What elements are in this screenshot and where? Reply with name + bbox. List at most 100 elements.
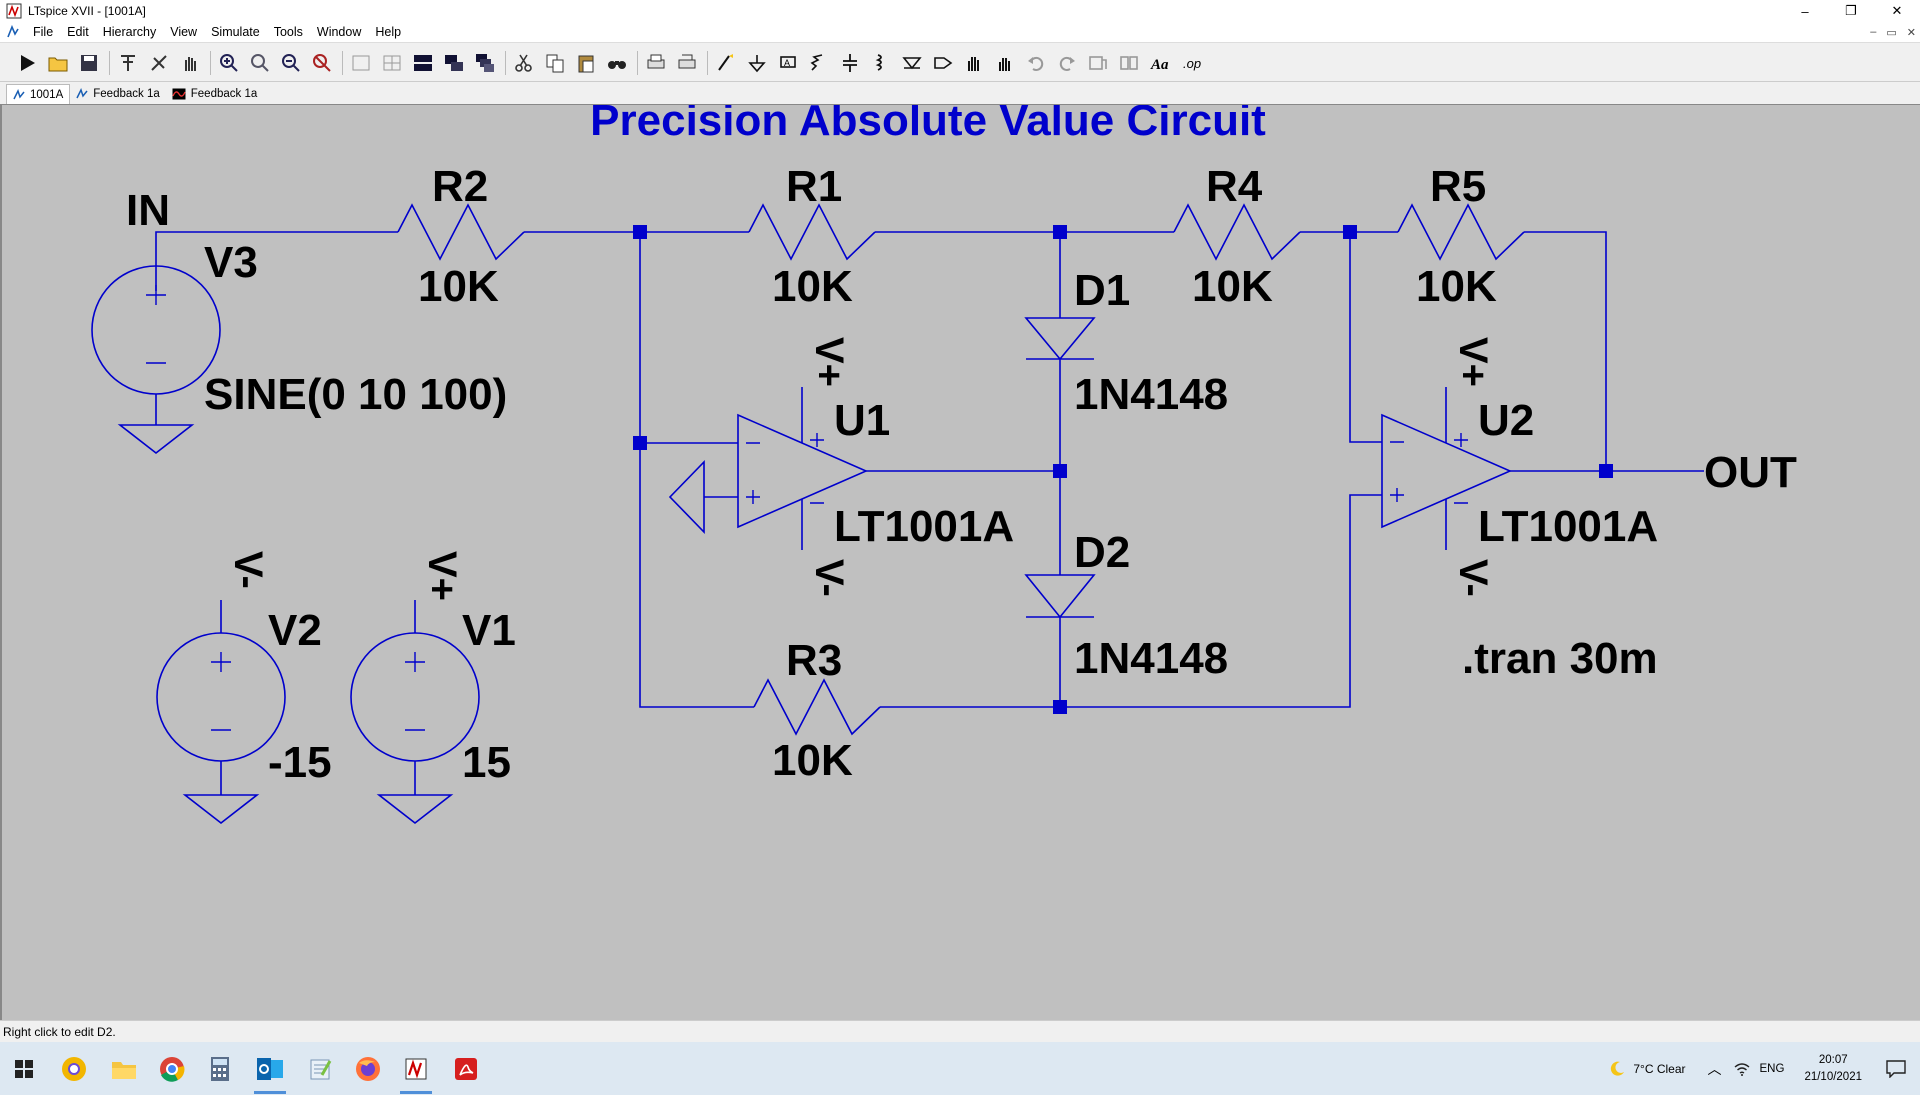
tab-1001a[interactable]: 1001A <box>6 84 71 104</box>
resistor-r1[interactable] <box>748 203 876 261</box>
net-label-out[interactable]: OUT <box>1704 448 1797 497</box>
zoom-out-icon[interactable] <box>278 50 304 76</box>
text-icon[interactable]: Aa <box>1147 50 1173 76</box>
v2-value[interactable]: -15 <box>268 738 332 787</box>
diode-d2[interactable] <box>1024 574 1096 619</box>
cascade-icon[interactable] <box>472 50 498 76</box>
spice-directive-icon[interactable]: .op <box>1178 50 1204 76</box>
r5-name[interactable]: R5 <box>1430 162 1486 211</box>
wire[interactable] <box>155 231 398 291</box>
resistor-icon[interactable] <box>806 50 832 76</box>
r5-value[interactable]: 10K <box>1416 262 1497 311</box>
notepad-icon[interactable] <box>300 1050 340 1088</box>
ground-icon[interactable] <box>744 50 770 76</box>
print-preview-icon[interactable] <box>674 50 700 76</box>
notifications-icon[interactable] <box>1886 1059 1906 1078</box>
label-net-icon[interactable]: A <box>775 50 801 76</box>
schematic-icon[interactable] <box>6 25 20 39</box>
zoom-area-icon[interactable] <box>247 50 273 76</box>
minimize-button[interactable]: – <box>1801 3 1809 19</box>
menu-help[interactable]: Help <box>375 25 402 39</box>
resistor-r3[interactable] <box>753 678 881 736</box>
tab-feedback-schematic[interactable]: Feedback 1a <box>70 84 166 104</box>
chrome-icon[interactable] <box>152 1050 192 1088</box>
halt-icon[interactable] <box>146 50 172 76</box>
close-button[interactable]: ✕ <box>1891 3 1903 18</box>
wire[interactable] <box>1349 232 1382 443</box>
schematic-canvas[interactable]: Precision Absolute Value Circuit IN OUT … <box>0 104 1920 1020</box>
menu-file[interactable]: File <box>33 25 54 39</box>
restore-button[interactable]: ❐ <box>1845 3 1857 18</box>
windows-start-icon[interactable] <box>4 1050 44 1088</box>
u2-name[interactable]: U2 <box>1478 396 1534 445</box>
inductor-icon[interactable] <box>868 50 894 76</box>
redo-icon[interactable] <box>1054 50 1080 76</box>
r4-value[interactable]: 10K <box>1192 262 1273 311</box>
d2-name[interactable]: D2 <box>1074 528 1130 577</box>
v3-name[interactable]: V3 <box>204 238 258 287</box>
outlook-icon[interactable] <box>250 1050 290 1094</box>
paste-icon[interactable] <box>573 50 599 76</box>
r1-name[interactable]: R1 <box>786 162 842 211</box>
rotate-icon[interactable] <box>1085 50 1111 76</box>
drag-icon[interactable] <box>992 50 1018 76</box>
r2-value[interactable]: 10K <box>418 262 499 311</box>
language-indicator[interactable]: ENG <box>1759 1062 1785 1075</box>
v1-name[interactable]: V1 <box>462 606 516 655</box>
find-icon[interactable] <box>604 50 630 76</box>
mirror-icon[interactable] <box>1116 50 1142 76</box>
v2-name[interactable]: V2 <box>268 606 322 655</box>
chevron-up-icon[interactable]: ︿ <box>1707 1060 1722 1077</box>
component-icon[interactable] <box>930 50 956 76</box>
r4-name[interactable]: R4 <box>1206 162 1263 211</box>
d1-name[interactable]: D1 <box>1074 266 1130 315</box>
menu-edit[interactable]: Edit <box>67 25 89 39</box>
u1-name[interactable]: U1 <box>834 396 890 445</box>
resistor-r4[interactable] <box>1173 203 1301 261</box>
wire[interactable] <box>639 232 754 708</box>
chrome-canary-icon[interactable] <box>54 1050 94 1088</box>
v2-net-label[interactable]: V- <box>226 551 270 589</box>
grid-icon[interactable] <box>379 50 405 76</box>
v3-value[interactable]: SINE(0 10 100) <box>204 370 507 419</box>
menu-simulate[interactable]: Simulate <box>211 25 260 39</box>
run-icon[interactable] <box>14 50 40 76</box>
save-icon[interactable] <box>76 50 102 76</box>
r2-name[interactable]: R2 <box>432 162 488 211</box>
diode-icon[interactable] <box>899 50 925 76</box>
print-icon[interactable] <box>643 50 669 76</box>
mdi-close-button[interactable]: ✕ <box>1906 26 1916 39</box>
tab-feedback-waveform[interactable]: Feedback 1a <box>166 84 264 104</box>
acrobat-icon[interactable] <box>446 1050 486 1088</box>
capacitor-icon[interactable] <box>837 50 863 76</box>
weather-text[interactable]: 7°C Clear <box>1633 1061 1686 1076</box>
firefox-icon[interactable] <box>348 1050 388 1088</box>
menu-window[interactable]: Window <box>316 25 362 39</box>
open-icon[interactable] <box>45 50 71 76</box>
schematic-drawing[interactable]: Precision Absolute Value Circuit IN OUT … <box>2 105 1920 1021</box>
r3-name[interactable]: R3 <box>786 636 842 685</box>
u2-value[interactable]: LT1001A <box>1478 502 1658 551</box>
mdi-restore-button[interactable]: ▭ <box>1886 26 1897 39</box>
moon-icon[interactable] <box>1609 1061 1625 1077</box>
spice-directive[interactable]: .tran 30m <box>1462 634 1658 683</box>
file-explorer-icon[interactable] <box>104 1050 144 1088</box>
zoom-in-icon[interactable] <box>216 50 242 76</box>
tile-vertical-icon[interactable] <box>441 50 467 76</box>
wifi-icon[interactable] <box>1734 1062 1750 1076</box>
v1-value[interactable]: 15 <box>462 738 511 787</box>
tile-horizontal-icon[interactable] <box>410 50 436 76</box>
r1-value[interactable]: 10K <box>772 262 853 311</box>
menu-hierarchy[interactable]: Hierarchy <box>102 25 157 39</box>
mdi-minimize-button[interactable]: – <box>1870 26 1877 38</box>
zoom-fit-icon[interactable] <box>309 50 335 76</box>
wire[interactable] <box>880 494 1382 708</box>
autorange-icon[interactable] <box>348 50 374 76</box>
calculator-icon[interactable] <box>200 1050 240 1088</box>
net-label-in[interactable]: IN <box>126 186 170 235</box>
cut-icon[interactable] <box>511 50 537 76</box>
menu-tools[interactable]: Tools <box>273 25 303 39</box>
copy-icon[interactable] <box>542 50 568 76</box>
r3-value[interactable]: 10K <box>772 736 853 785</box>
wire-icon[interactable] <box>713 50 739 76</box>
